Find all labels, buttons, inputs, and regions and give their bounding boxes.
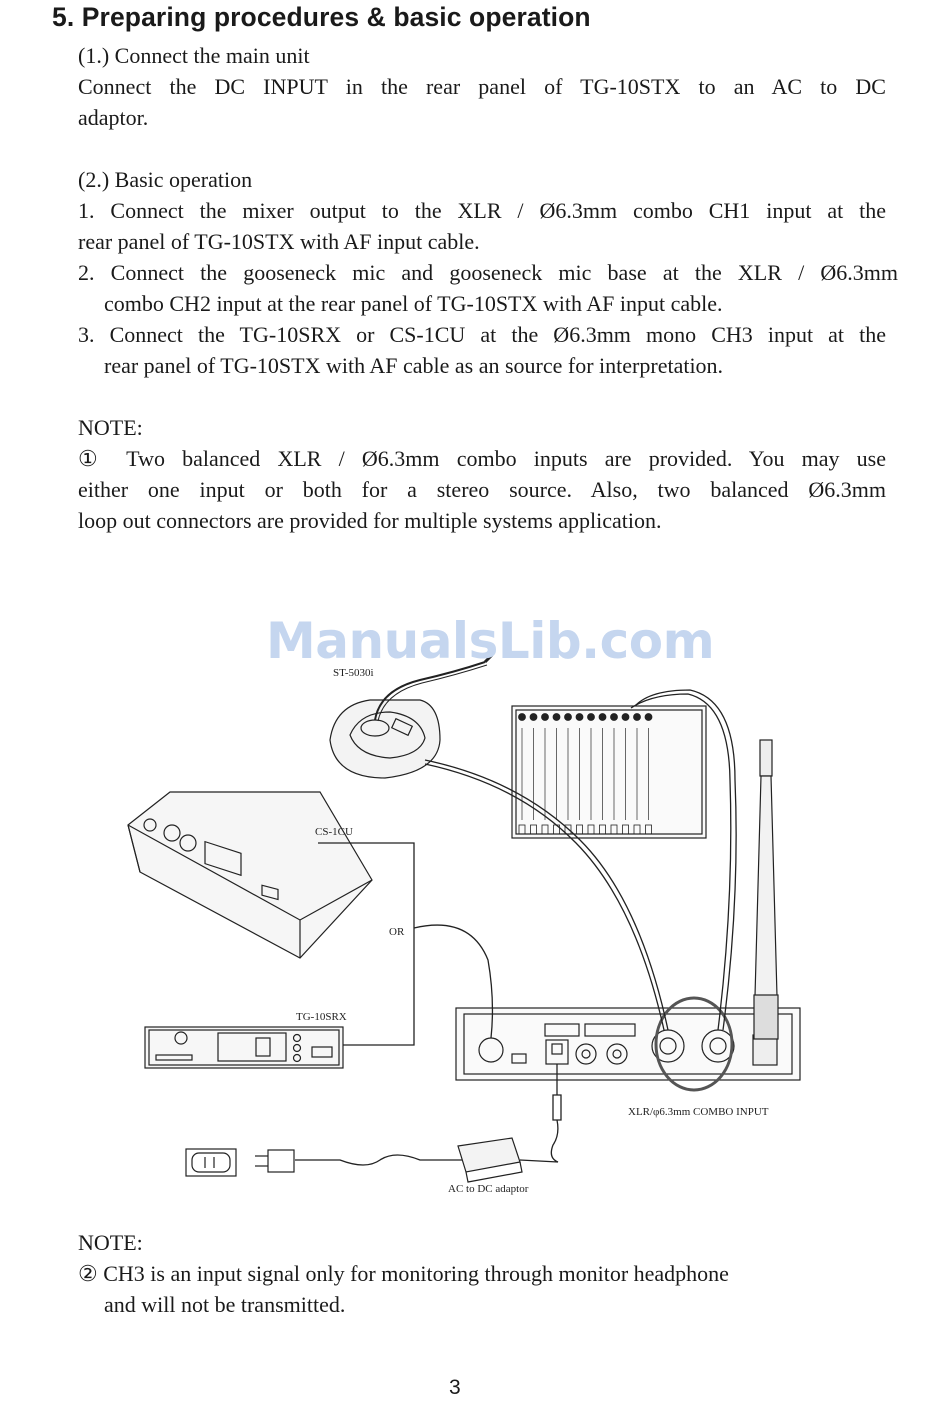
page-heading: 5. Preparing procedures & basic operatio… [52,2,591,32]
cables [295,689,737,1166]
note2-title: NOTE: [78,1230,143,1255]
mixer-fader [622,824,629,835]
mixer-fader [541,824,549,835]
tg10srx-receiver-illustration [144,1026,344,1069]
step1-line2: rear panel of TG-10STX with AF input cab… [78,229,480,254]
section1-line1: Connect the DC INPUT in the rear panel o… [78,74,886,99]
note1-line1: ① Two balanced XLR / Ø6.3mm combo inputs… [78,446,886,471]
label-or: OR [389,926,405,938]
mixer-knob [587,713,595,721]
mixer-knob [621,713,630,721]
note2-line2: and will not be transmitted. [104,1292,346,1317]
ac-adaptor-illustration [457,1137,523,1183]
mixer-fader [610,824,618,835]
label-cs1cu: CS-1CU [315,826,353,838]
mixer-knob [541,713,549,721]
step3-line2: rear panel of TG-10STX with AF cable as … [104,353,724,378]
mixer-knob [610,713,618,721]
note2-line1: ② CH3 is an input signal only for monito… [78,1261,729,1286]
label-st5030i: ST-5030i [333,667,374,679]
mixer-fader [599,824,606,835]
mixer-fader [645,824,652,835]
wall-outlet-illustration [185,1148,295,1177]
tg10stx-rear-panel-illustration [455,996,801,1092]
step3-line1: 3. Connect the TG-10SRX or CS-1CU at the… [78,322,886,347]
watermark: ManualsLib.com [266,612,715,670]
mixer-knob [644,713,653,721]
label-tg10srx: TG-10SRX [296,1011,347,1023]
step2-line1: 2. Connect the gooseneck mic and goosene… [78,260,898,285]
mixer-knob [598,713,607,721]
mixer-fader [587,824,595,835]
step2-line2: combo CH2 input at the rear panel of TG-… [104,291,723,316]
mixer-knob [564,713,572,721]
mixer-fader [564,824,572,835]
mixer-knob [575,713,584,721]
antenna-illustration [753,739,779,1040]
mixer-knob [633,713,641,721]
mixer-fader [530,824,537,835]
mixer-knob [518,713,526,721]
note1-line3: loop out connectors are provided for mul… [78,508,662,533]
mixer-fader [633,824,641,835]
label-ac-adaptor: AC to DC adaptor [448,1183,529,1195]
cs1cu-console-illustration [127,791,373,959]
section1-title: (1.) Connect the main unit [78,43,310,68]
mixer-fader [518,824,526,835]
page-number: 3 [449,1376,461,1399]
mixer-knob [529,713,538,721]
section1-line2: adaptor. [78,105,149,130]
section2-title: (2.) Basic operation [78,167,253,192]
label-combo-input: XLR/φ6.3mm COMBO INPUT [628,1106,769,1118]
gooseneck-mic-illustration [329,653,494,779]
mixer-illustration [511,705,707,839]
note1-line2: either one input or both for a stereo so… [78,477,886,502]
note1-title: NOTE: [78,415,143,440]
step1-line1: 1. Connect the mixer output to the XLR /… [78,198,886,223]
mixer-channel-strips [518,713,653,835]
mixer-fader [576,824,583,835]
mixer-knob [552,713,561,721]
